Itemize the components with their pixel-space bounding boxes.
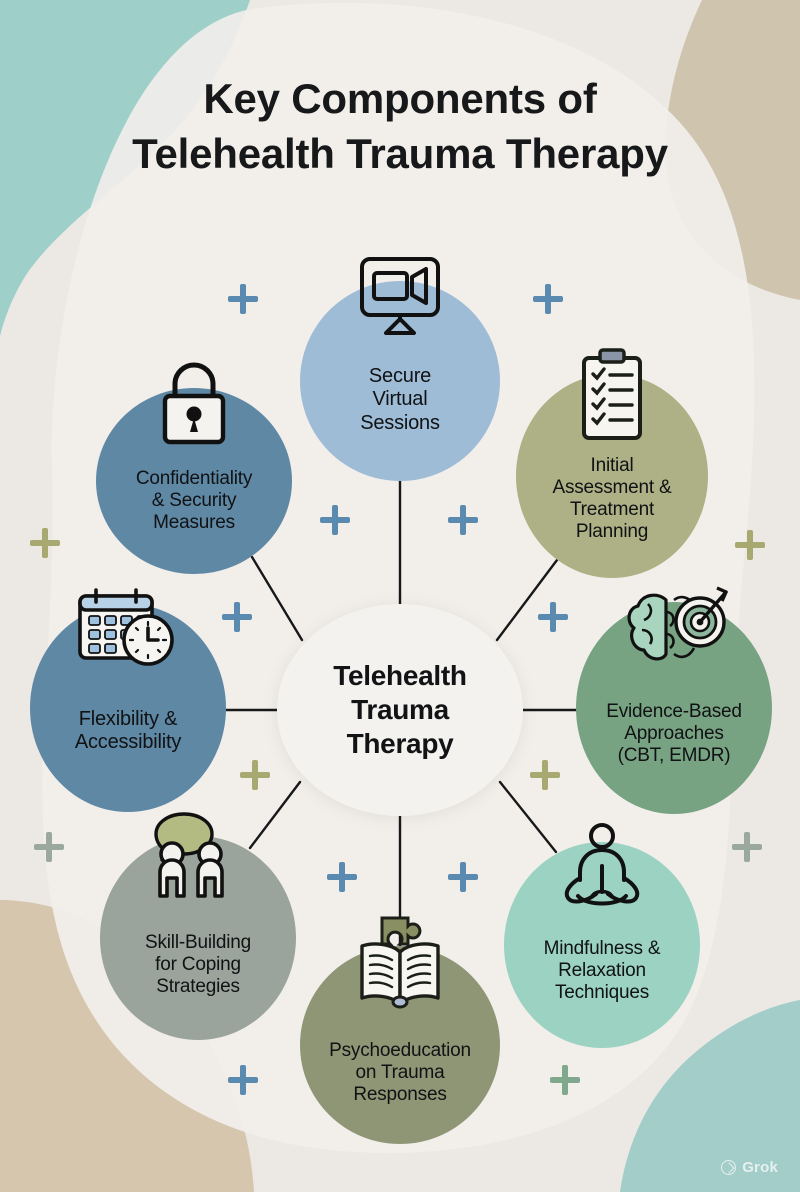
grok-logo-icon (721, 1160, 737, 1175)
connector-skill-building (248, 780, 302, 850)
node-psychoeducation-on-trauma-responses[interactable]: Psychoeducation on Trauma Responses (300, 916, 500, 1144)
plus-decoration (228, 284, 258, 314)
plus-decoration (228, 1065, 258, 1095)
plus-decoration (533, 284, 563, 314)
center-hub[interactable]: Telehealth Trauma Therapy (277, 604, 523, 816)
connector-mindfulness (498, 780, 558, 854)
bottom-right-teal-blob (620, 1000, 800, 1192)
node-label: Initial Assessment & Treatment Planning (552, 454, 672, 543)
grok-watermark: Grok (721, 1159, 778, 1176)
node-confidentiality-security-measures[interactable]: Confidentiality & Security Measures (96, 362, 292, 574)
plus-decoration (530, 760, 560, 790)
plus-decoration (222, 602, 252, 632)
node-secure-virtual-sessions[interactable]: Secure Virtual Sessions (300, 257, 500, 481)
plus-decoration (327, 862, 357, 892)
plus-decoration (34, 832, 64, 862)
node-skill-building-for-coping-strategies[interactable]: Skill-Building for Coping Strategies (100, 812, 296, 1040)
plus-decoration (448, 862, 478, 892)
node-label: Skill-Building for Coping Strategies (145, 931, 251, 998)
node-label: Psychoeducation on Trauma Responses (329, 1039, 471, 1106)
node-label: Secure Virtual Sessions (360, 365, 440, 434)
node-label: Flexibility & Accessibility (74, 707, 182, 753)
plus-decoration (30, 528, 60, 558)
plus-decoration (448, 505, 478, 535)
node-label: Evidence-Based Approaches (CBT, EMDR) (606, 700, 742, 767)
node-flexibility-accessibility[interactable]: Flexibility & Accessibility (30, 588, 226, 812)
node-initial-assessment-treatment-planning[interactable]: Initial Assessment & Treatment Planning (516, 348, 708, 578)
plus-decoration (735, 530, 765, 560)
connector-initial-assessment (495, 554, 562, 642)
plus-decoration (538, 602, 568, 632)
page-title: Key Components of Telehealth Trauma Ther… (0, 72, 800, 181)
center-hub-label: Telehealth Trauma Therapy (333, 659, 467, 760)
node-mindfulness-relaxation-techniques[interactable]: Mindfulness & Relaxation Techniques (504, 823, 700, 1048)
title-line-2: Telehealth Trauma Therapy (132, 129, 668, 177)
plus-decoration (550, 1065, 580, 1095)
grok-watermark-label: Grok (742, 1159, 778, 1176)
plus-decoration (240, 760, 270, 790)
node-label: Confidentiality & Security Measures (135, 467, 253, 534)
plus-decoration (320, 505, 350, 535)
connector-confidentiality (250, 555, 304, 642)
title-line-1: Key Components of (203, 75, 597, 122)
node-label: Mindfulness & Relaxation Techniques (543, 937, 661, 1004)
node-evidence-based-approaches[interactable]: Evidence-Based Approaches (CBT, EMDR) (576, 586, 772, 814)
plus-decoration (732, 832, 762, 862)
